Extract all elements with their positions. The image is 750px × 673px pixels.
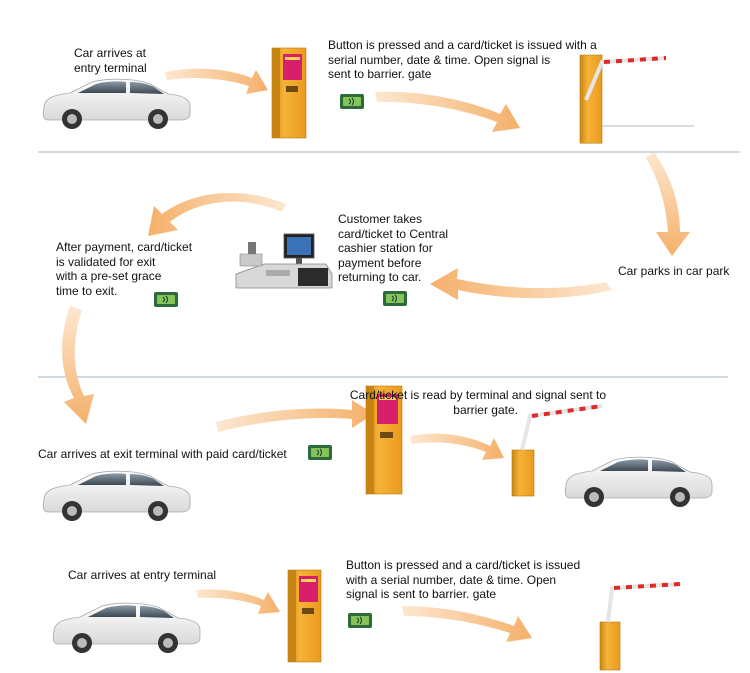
card-ticket-icon <box>340 94 364 109</box>
step-text-line: Car arrives at entry terminal <box>68 568 217 582</box>
step-text-line: sent to barrier. gate <box>328 67 432 81</box>
card-ticket-icon <box>308 445 332 460</box>
flow-arrow <box>196 589 280 614</box>
step-text-line: Button is pressed and a card/ticket is i… <box>328 38 597 52</box>
car-illustration <box>564 456 713 507</box>
step-label-entry-arrival-repeat: Car arrives at entry terminal <box>68 568 216 583</box>
step-label-entry-arrival: Car arrives at entry terminal <box>74 46 147 75</box>
car-illustration <box>52 602 201 653</box>
step-label-ticket-issue-repeat: Button is pressed and a card/ticket is i… <box>346 558 580 602</box>
step-text-line: Button is pressed and a card/ticket is i… <box>346 558 581 572</box>
flow-arrow <box>402 606 532 642</box>
step-text-line: Car arrives at exit terminal with paid c… <box>38 447 287 461</box>
cashier-station <box>235 233 333 289</box>
card-ticket-icon <box>383 291 407 306</box>
step-text-line: signal is sent to barrier. gate <box>346 587 497 601</box>
ticket-terminal <box>287 569 322 663</box>
flow-arrow <box>62 306 94 424</box>
flow-arrow <box>216 400 374 432</box>
flow-arrow <box>165 68 268 94</box>
step-text-line: Car parks in car park <box>618 264 730 278</box>
ticket-terminal <box>365 385 403 495</box>
flow-arrow <box>646 152 690 256</box>
step-text-line: Card/ticket is read by terminal and sign… <box>349 388 606 402</box>
step-text-line: card/ticket to Central <box>338 226 449 241</box>
step-label-exit-validation: After payment, card/ticket is validated … <box>56 240 192 298</box>
step-label-card-read: Card/ticket is read by terminal and sign… <box>334 388 606 417</box>
barrier-gate <box>599 582 681 671</box>
step-label-cashier: Customer takes card/ticket to Central ca… <box>338 212 448 285</box>
step-text-line: with a serial number, date & time. Open <box>346 572 557 587</box>
step-text-line: with a pre-set grace <box>56 269 162 283</box>
flow-arrow <box>410 433 504 460</box>
step-text-line: returning to car. <box>338 270 422 284</box>
barrier-gate <box>511 404 603 497</box>
barrier-gate <box>579 54 694 144</box>
step-label-ticket-issue: Button is pressed and a card/ticket is i… <box>328 38 597 82</box>
step-text-line: After payment, card/ticket <box>56 240 193 254</box>
step-text-line: entry terminal <box>74 60 147 75</box>
car-illustration <box>42 470 191 521</box>
step-text-line: is validated for exit <box>56 254 156 269</box>
step-text-line: time to exit. <box>56 283 118 298</box>
card-ticket-icon <box>348 613 372 628</box>
step-text-line: payment before <box>338 255 422 270</box>
step-label-exit-arrival: Car arrives at exit terminal with paid c… <box>38 447 287 462</box>
step-text-line: Customer takes <box>338 212 423 226</box>
step-text-line: barrier gate. <box>453 402 518 417</box>
step-text-line: serial number, date & time. Open signal … <box>328 52 551 67</box>
flow-arrow <box>375 91 520 132</box>
step-text-line: cashier station for <box>338 241 433 255</box>
step-label-car-parks: Car parks in car park <box>618 264 729 279</box>
car-illustration <box>42 78 191 129</box>
ticket-terminal <box>271 47 307 139</box>
flow-arrow <box>430 268 612 300</box>
step-text-line: Car arrives at <box>74 46 147 60</box>
card-ticket-icon <box>154 292 178 307</box>
flow-arrow <box>148 193 286 236</box>
